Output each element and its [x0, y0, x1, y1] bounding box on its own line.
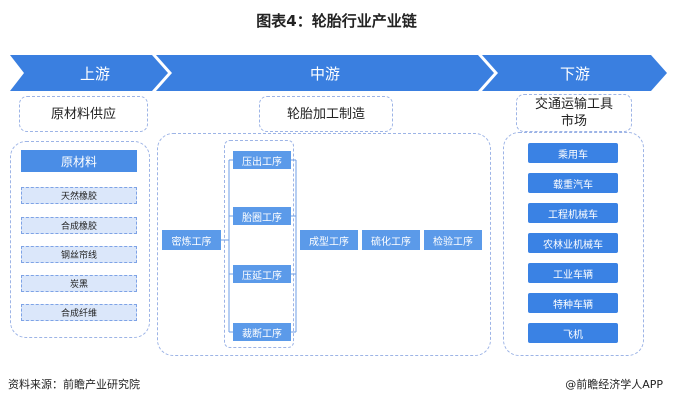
- market-item: 乘用车: [528, 143, 618, 163]
- material-group-title: 原材料: [21, 150, 137, 172]
- market-item: 载重汽车: [528, 173, 618, 193]
- stage-arrow-upstream: [10, 55, 168, 91]
- stage-arrow-midstream: [156, 55, 494, 91]
- process-step-parallel: 压延工序: [233, 265, 291, 283]
- market-item: 农林业机械车: [528, 233, 618, 253]
- chart-title: 图表4：轮胎行业产业链: [256, 12, 417, 30]
- process-step-first: 密炼工序: [162, 230, 221, 250]
- stage-arrows: [10, 55, 667, 91]
- market-item: 工程机械车: [528, 203, 618, 223]
- process-step-parallel: 胎圈工序: [233, 207, 291, 225]
- upstream-header: 原材料供应: [19, 96, 148, 132]
- process-step-parallel: 压出工序: [233, 151, 291, 169]
- material-item: 炭黑: [21, 275, 137, 292]
- midstream-header: 轮胎加工制造: [259, 96, 393, 132]
- process-step-final: 硫化工序: [362, 230, 420, 250]
- process-step-parallel: 裁断工序: [233, 323, 291, 341]
- market-item: 特种车辆: [528, 293, 618, 313]
- brand-credit: @前瞻经济学人APP: [565, 378, 663, 391]
- market-item: 工业车辆: [528, 263, 618, 283]
- stage-arrow-downstream: [482, 55, 667, 91]
- source-note: 资料来源：前瞻产业研究院: [8, 378, 140, 391]
- material-item: 天然橡胶: [21, 187, 137, 204]
- process-step-final: 成型工序: [300, 230, 358, 250]
- material-item: 钢丝帘线: [21, 246, 137, 263]
- market-item: 飞机: [528, 323, 618, 343]
- downstream-header: 交通运输工具 市场: [516, 94, 632, 132]
- stage-label-upstream: 上游: [79, 65, 110, 83]
- material-item: 合成橡胶: [21, 217, 137, 234]
- parallel-process-group: [224, 140, 294, 348]
- process-step-final: 检验工序: [424, 230, 482, 250]
- stage-label-midstream: 中游: [309, 65, 340, 83]
- material-item: 合成纤维: [21, 304, 137, 321]
- stage-label-downstream: 下游: [559, 65, 590, 83]
